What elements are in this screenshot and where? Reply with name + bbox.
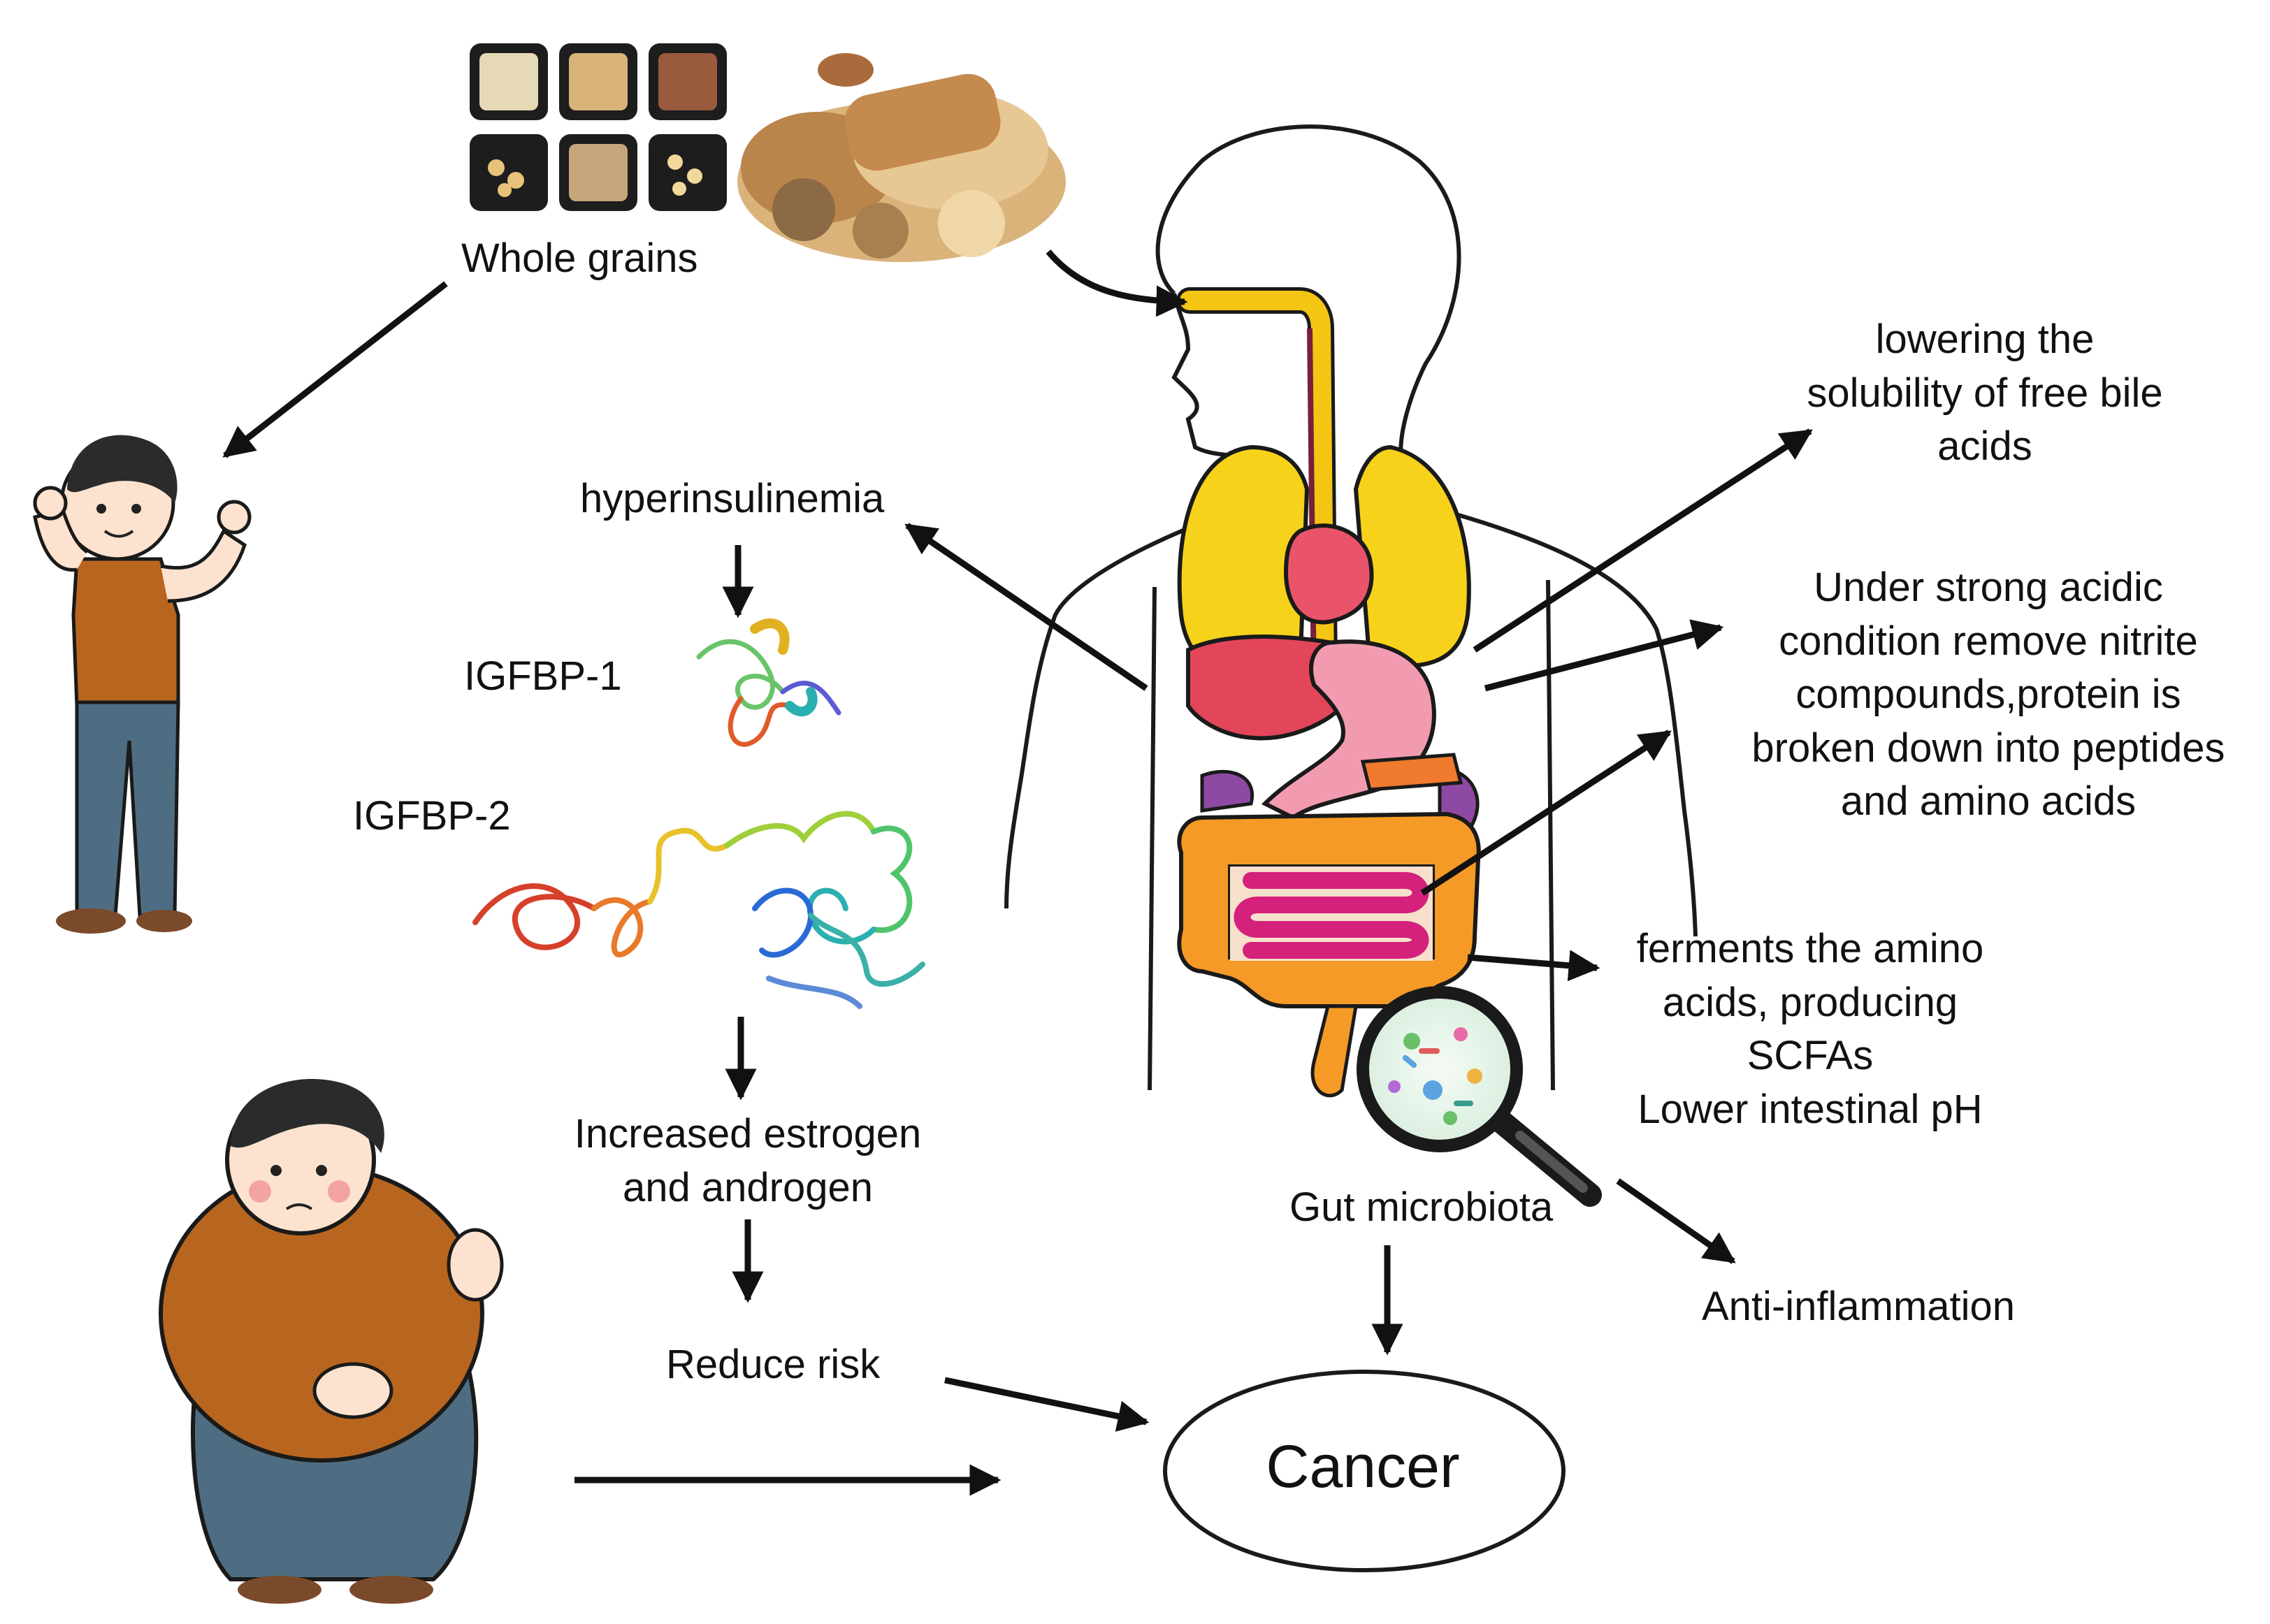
heart: [1283, 523, 1374, 625]
arrow-colon-to-ferments: [1467, 950, 1600, 982]
label-igfbp1: IGFBP-1: [464, 653, 622, 699]
arrow-intestine-to-peptides: [1420, 730, 1672, 896]
overweight-man-illustration: [159, 1079, 504, 1604]
arrow-microbiota-to-anti-inflammation: [1616, 1178, 1736, 1264]
label-anti-inflammation: Anti-inflammation: [1702, 1284, 2016, 1329]
grain-foods-image: [737, 53, 1066, 262]
igfbp2-protein-structure: [472, 811, 925, 1009]
label-whole-grains: Whole grains: [461, 235, 698, 281]
human-body-outline: [1004, 124, 1698, 1091]
pancreas: [1360, 753, 1463, 792]
arrow-body-to-hyperinsulinemia: [904, 523, 1148, 691]
magnifying-glass-microbiota: [1357, 986, 1602, 1207]
label-igfbp2: IGFBP-2: [353, 793, 511, 839]
igfbp1-protein-structure: [696, 618, 841, 747]
label-reduce-risk: Reduce risk: [666, 1342, 881, 1387]
cancer-ellipse: [1163, 1370, 1566, 1572]
small-intestine: [1230, 867, 1433, 961]
fit-man-illustration: [33, 435, 252, 934]
label-gut-microbiota: Gut microbiota: [1289, 1184, 1554, 1230]
label-ferments: ferments the amino acids, producing SCFA…: [1636, 926, 1984, 1132]
label-hyperinsulinemia: hyperinsulinemia: [580, 476, 885, 521]
arrows: [222, 249, 1813, 1496]
label-bile-acids: lowering the solubility of free bile aci…: [1807, 317, 2163, 470]
arrow-reduce-to-cancer: [944, 1377, 1150, 1432]
whole-grains-bowls-image: [470, 43, 727, 211]
rectum: [1310, 1004, 1358, 1098]
label-increased-hormones: Increased estrogen and androgen: [574, 1111, 922, 1210]
arrow-grains-to-mouth: [1046, 249, 1188, 317]
esophagus: [1176, 287, 1338, 686]
label-acidic-condition: Under strong acidic condition remove nit…: [1751, 565, 2225, 825]
label-cancer: Cancer: [1266, 1433, 1460, 1500]
kidney: [1200, 769, 1254, 813]
arrow-grains-to-fit-man: [222, 281, 448, 458]
arrow-stomach-to-acidic: [1484, 619, 1724, 692]
lungs: [1177, 444, 1471, 679]
arrow-body-to-bile-acids: [1473, 428, 1813, 653]
